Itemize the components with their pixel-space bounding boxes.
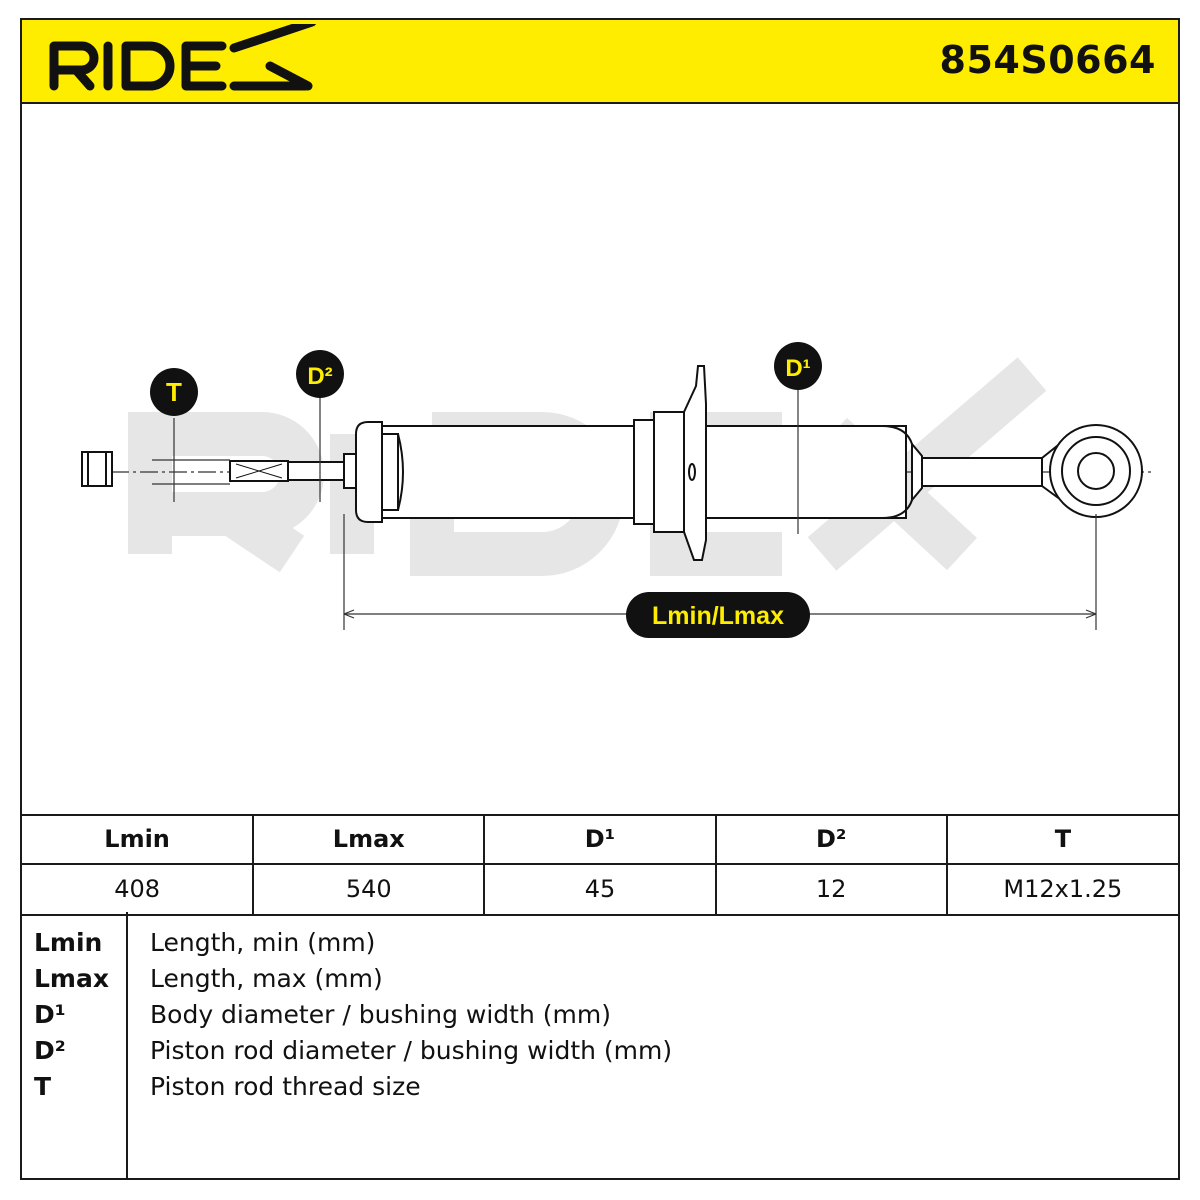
spec-val-lmin: 408 bbox=[22, 863, 255, 914]
label-d2-text: D² bbox=[307, 363, 332, 390]
legend-row: T Piston rod thread size bbox=[22, 1072, 1178, 1108]
spec-val-d1: 45 bbox=[484, 863, 717, 914]
spec-sheet-frame: 854S0664 bbox=[20, 18, 1180, 1180]
label-length-text: Lmin/Lmax bbox=[652, 602, 784, 630]
spec-val-d2: 12 bbox=[715, 863, 948, 914]
label-t-text: T bbox=[166, 377, 182, 407]
spec-val-lmax: 540 bbox=[253, 863, 486, 914]
thread-nut bbox=[81, 451, 113, 487]
spec-col-lmin: Lmin bbox=[22, 816, 255, 865]
legend-key: T bbox=[34, 1072, 52, 1101]
legend-desc: Length, max (mm) bbox=[150, 964, 383, 993]
legend-row: Lmax Length, max (mm) bbox=[22, 964, 1178, 1000]
label-length: Lmin/Lmax bbox=[626, 592, 810, 638]
spec-col-t: T bbox=[946, 816, 1178, 865]
label-d1: D¹ bbox=[774, 342, 822, 390]
spec-col-d1: D¹ bbox=[484, 816, 717, 865]
ridex-logo bbox=[49, 24, 317, 91]
spec-header-row: Lmin Lmax D¹ D² T bbox=[22, 816, 1178, 865]
damper-body bbox=[355, 411, 923, 533]
legend-key: D¹ bbox=[34, 1000, 66, 1029]
label-d1-text: D¹ bbox=[785, 355, 810, 382]
spec-table: Lmin Lmax D¹ D² T 408 540 45 12 M12x1.25 bbox=[22, 814, 1178, 916]
legend-divider bbox=[126, 912, 128, 1178]
legend-row: D¹ Body diameter / bushing width (mm) bbox=[22, 1000, 1178, 1036]
piston-rod bbox=[229, 453, 357, 489]
legend-key: Lmin bbox=[34, 928, 103, 957]
legend: Lmin Length, min (mm) Lmax Length, max (… bbox=[22, 912, 1178, 1178]
legend-key: Lmax bbox=[34, 964, 109, 993]
legend-row: D² Piston rod diameter / bushing width (… bbox=[22, 1036, 1178, 1072]
spec-col-d2: D² bbox=[715, 816, 948, 865]
legend-desc: Piston rod diameter / bushing width (mm) bbox=[150, 1036, 673, 1065]
part-number: 854S0664 bbox=[939, 38, 1156, 82]
spec-value-row: 408 540 45 12 M12x1.25 bbox=[22, 863, 1178, 914]
legend-desc: Body diameter / bushing width (mm) bbox=[150, 1000, 611, 1029]
legend-row: Lmin Length, min (mm) bbox=[22, 928, 1178, 964]
technical-drawing: T D² D¹ Lmin/Lmax bbox=[81, 342, 1152, 638]
legend-desc: Length, min (mm) bbox=[150, 928, 376, 957]
legend-key: D² bbox=[34, 1036, 66, 1065]
header-bar: 854S0664 bbox=[22, 20, 1178, 104]
legend-desc: Piston rod thread size bbox=[150, 1072, 421, 1101]
spec-val-t: M12x1.25 bbox=[1003, 875, 1123, 904]
label-d2: D² bbox=[296, 350, 344, 398]
spec-col-lmax: Lmax bbox=[253, 816, 486, 865]
lower-mount bbox=[921, 424, 1143, 518]
shock-absorber-drawing: T D² D¹ Lmin/Lmax bbox=[22, 104, 1178, 814]
label-t: T bbox=[150, 368, 198, 416]
spring-seat bbox=[683, 365, 707, 561]
